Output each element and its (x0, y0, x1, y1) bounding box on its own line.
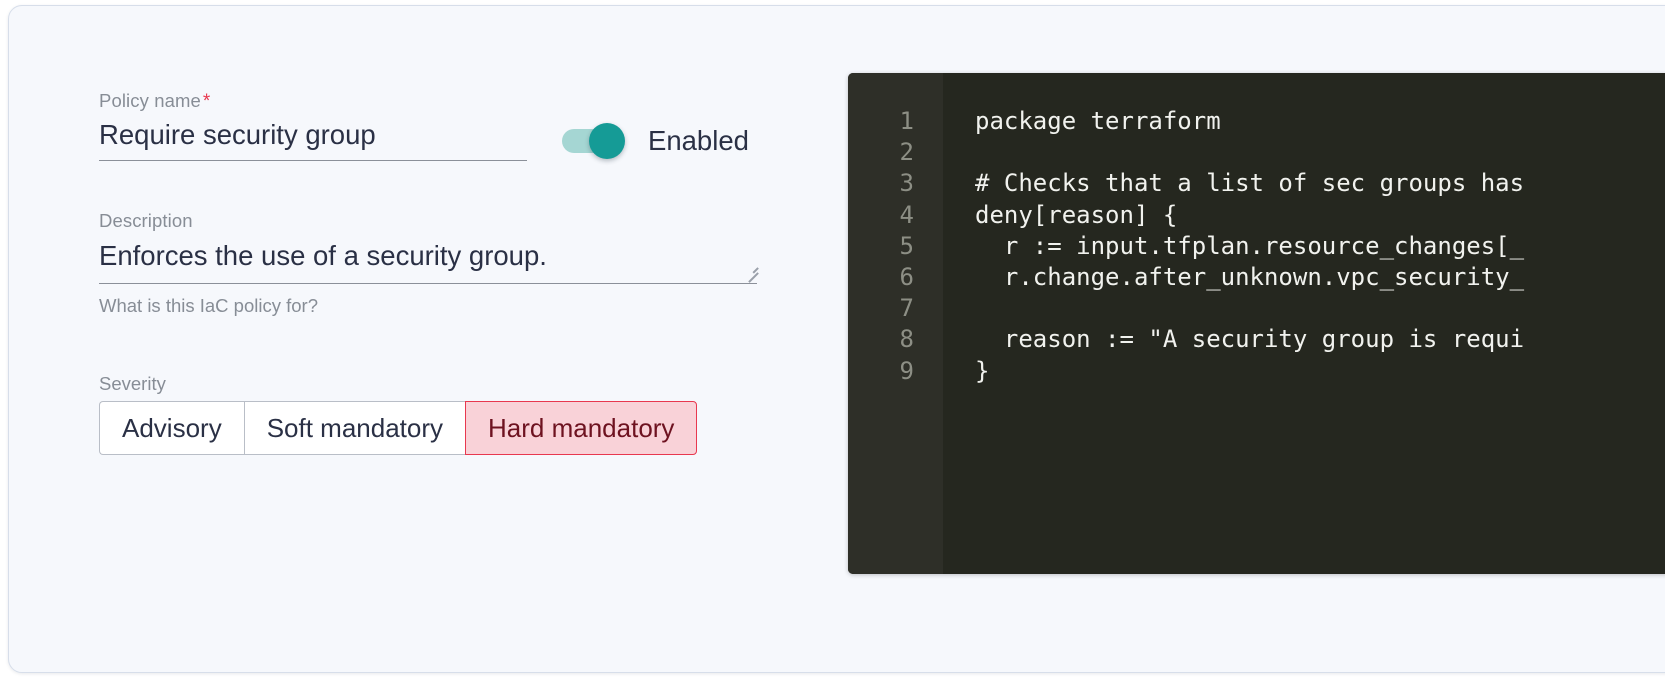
description-helper-text: What is this IaC policy for? (99, 295, 318, 316)
severity-field-group: Severity Advisory Soft mandatory Hard ma… (99, 373, 779, 455)
toggle-knob (589, 123, 625, 159)
code-line: r.change.after_unknown.vpc_security_ (975, 263, 1525, 292)
severity-label: Severity (99, 373, 166, 394)
code-line (975, 137, 1665, 168)
policy-name-label-text: Policy name (99, 90, 201, 111)
line-number: 1 (899, 107, 914, 135)
editor-gutter: 1 2 3 4 5 6 7 8 9 (848, 73, 943, 574)
line-number: 4 (899, 200, 914, 229)
policy-name-field-group: Policy name* (99, 90, 779, 161)
policy-name-input[interactable] (99, 115, 527, 161)
line-number: 3 (899, 169, 914, 198)
code-line: } (975, 356, 990, 385)
policy-form: Policy name* Description What is this Ia… (99, 90, 779, 455)
line-number: 7 (899, 294, 914, 323)
editor-code-area[interactable]: package terraform # Checks that a list o… (943, 73, 1665, 574)
line-number: 6 (899, 263, 914, 292)
enabled-toggle-switch[interactable] (562, 123, 625, 159)
severity-option-advisory[interactable]: Advisory (99, 401, 244, 455)
policy-editor-card: Policy name* Description What is this Ia… (8, 5, 1665, 673)
severity-option-hard-mandatory[interactable]: Hard mandatory (465, 401, 698, 455)
line-number: 5 (899, 231, 914, 260)
code-line: package terraform (975, 107, 1221, 135)
description-input-wrapper (99, 234, 759, 284)
description-textarea[interactable] (99, 234, 757, 284)
code-line: # Checks that a list of sec groups has (975, 169, 1525, 198)
code-line (975, 293, 1665, 324)
line-number: 2 (899, 138, 914, 167)
code-line: r := input.tfplan.resource_changes[_ (975, 231, 1525, 260)
required-asterisk-icon: * (202, 91, 211, 112)
line-number: 8 (899, 325, 914, 354)
description-field-group: Description What is this IaC policy for? (99, 210, 779, 317)
policy-code-editor[interactable]: 1 2 3 4 5 6 7 8 9 package terraform # Ch… (848, 73, 1665, 574)
enabled-toggle-label: Enabled (648, 125, 749, 156)
severity-segmented-control: Advisory Soft mandatory Hard mandatory (99, 401, 698, 455)
code-line: reason := "A security group is requi (975, 325, 1525, 354)
enabled-toggle-row: Enabled (562, 123, 749, 159)
code-line: deny[reason] { (975, 200, 1178, 229)
severity-option-soft-mandatory[interactable]: Soft mandatory (243, 401, 466, 455)
description-label: Description (99, 210, 193, 231)
policy-name-label: Policy name* (99, 90, 779, 113)
line-number: 9 (899, 356, 914, 385)
